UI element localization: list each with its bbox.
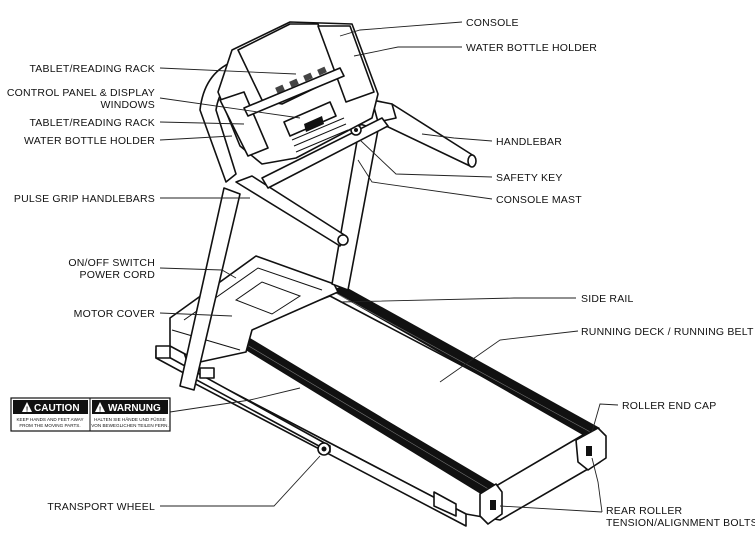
caution-text-line1: KEEP HANDS AND FEET AWAY [16,417,83,422]
treadmill-illustration [155,21,607,527]
onoff-switch [199,367,215,379]
label-control-panel-line2: WINDOWS [101,99,155,111]
console-mast-left [179,187,241,391]
power-cord-block [155,345,171,359]
label-water-bottle-holder-left: WATER BOTTLE HOLDER [24,135,155,147]
warnung-text-line1: HALTEN SIE HÄNDE UND FÜSSE [94,416,166,422]
transport-wheel [317,442,331,456]
label-console: CONSOLE [466,17,519,29]
warnung-heading: WARNUNG [108,403,161,414]
label-rear-roller-line1: REAR ROLLER [606,505,683,517]
label-running-deck: RUNNING DECK / RUNNING BELT [581,326,754,338]
rear-roller-bolt-left [490,500,496,510]
side-rail-right [330,286,600,438]
warnung-triangle-icon: ! [95,402,105,414]
caution-text-line2: FROM THE MOVING PARTS. [19,423,80,428]
label-console-mast: CONSOLE MAST [496,194,582,206]
label-handlebar: HANDLEBAR [496,136,562,148]
label-side-rail: SIDE RAIL [581,293,634,305]
svg-text:!: ! [99,407,101,414]
control-panel-buttons [275,66,327,94]
label-motor-cover: MOTOR COVER [74,308,156,320]
rear-foot [433,491,457,517]
label-tablet-rack-top: TABLET/READING RACK [29,63,155,75]
label-power-cord: POWER CORD [80,269,156,281]
tablet-rack [243,67,345,117]
display-window-dark [304,116,324,132]
motor-cover [169,255,339,363]
label-onoff-switch: ON/OFF SWITCH [68,257,155,269]
callout-labels: CONSOLE WATER BOTTLE HOLDER TABLET/READI… [7,17,755,529]
label-water-bottle-holder-right: WATER BOTTLE HOLDER [466,42,597,54]
label-control-panel-line1: CONTROL PANEL & DISPLAY [7,87,155,99]
handlebar-upright [371,99,397,123]
label-rear-roller-line2: TENSION/ALIGNMENT BOLTS [606,517,755,529]
label-roller-end-cap: ROLLER END CAP [622,400,716,412]
caution-triangle-icon: ! [22,402,32,414]
speaker-grille [291,117,349,153]
rear-roller-bolt-right [586,446,592,456]
label-pulse-grip: PULSE GRIP HANDLEBARS [14,193,155,205]
warnung-text-line2: VON BEWEGLICHEN TEILEN FERN. [91,423,169,428]
display-windows [283,101,337,137]
label-safety-key: SAFETY KEY [496,172,563,184]
label-tablet-rack-mid: TABLET/READING RACK [29,117,155,129]
pulse-grip-handlebar [235,175,347,247]
svg-text:!: ! [26,407,28,414]
label-transport-wheel: TRANSPORT WHEEL [47,501,155,513]
caution-warning-label: ! ! CAUTION WARNUNG KEEP HANDS AND FEET … [10,397,171,432]
caution-heading: CAUTION [34,403,80,414]
leader-lines [159,21,619,513]
